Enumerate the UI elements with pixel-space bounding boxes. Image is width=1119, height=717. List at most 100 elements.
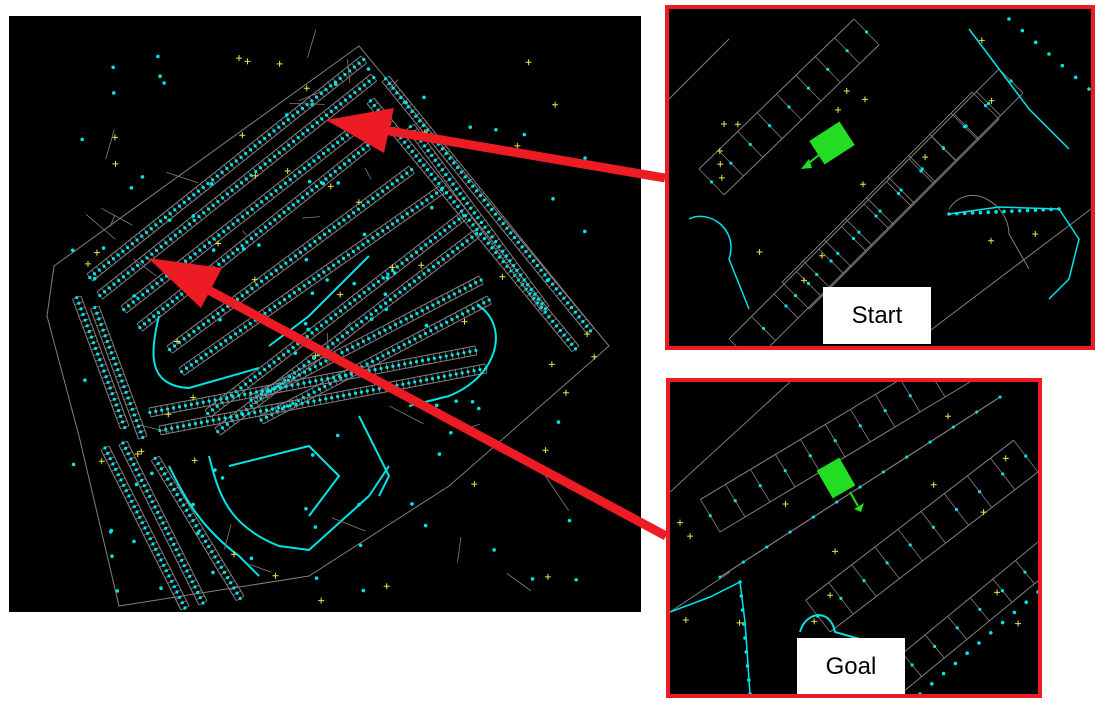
parking-row-14-waypoint bbox=[377, 387, 381, 391]
map-marker bbox=[552, 101, 559, 108]
map-waypoint bbox=[134, 482, 139, 487]
goal-lower-row-waypoint bbox=[839, 596, 843, 600]
parking-row-13-waypoint bbox=[213, 398, 217, 402]
parking-row-2-waypoint bbox=[340, 137, 345, 141]
parking-row-2-waypoint bbox=[179, 263, 183, 267]
parking-row-9-waypoint bbox=[244, 382, 248, 386]
goal-lower-row-waypoint bbox=[954, 507, 959, 512]
parking-row-16-waypoint bbox=[120, 379, 124, 383]
parking-row-15-waypoint bbox=[89, 335, 93, 339]
parking-row-8-waypoint bbox=[336, 260, 341, 264]
parking-row-9-waypoint bbox=[258, 371, 262, 375]
parking-row-13-waypoint bbox=[254, 390, 259, 394]
parking-row-19-waypoint bbox=[213, 555, 217, 559]
parking-row-12-waypoint bbox=[445, 320, 449, 324]
parking-row-7-waypoint bbox=[269, 272, 273, 276]
parking-row-14-waypoint bbox=[371, 388, 375, 392]
parking-row-17-waypoint bbox=[106, 451, 110, 455]
parking-row-14-waypoint bbox=[442, 374, 446, 378]
parking-row-3-waypoint bbox=[310, 188, 314, 192]
map-marker bbox=[389, 264, 396, 271]
parking-row-11-waypoint bbox=[249, 398, 253, 402]
parking-row-7-waypoint bbox=[395, 178, 399, 183]
parking-row-13-waypoint bbox=[207, 399, 211, 403]
parking-row-8-waypoint bbox=[351, 249, 355, 254]
parking-row-5-waypoint bbox=[376, 108, 380, 112]
parking-row-10-waypoint bbox=[398, 290, 402, 294]
parking-row-0-waypoint bbox=[215, 174, 219, 178]
parking-row-7-waypoint bbox=[303, 247, 307, 251]
parking-row-0-waypoint bbox=[159, 219, 163, 223]
drive-lane-2 bbox=[208, 455, 390, 552]
parking-row-2-waypoint bbox=[336, 140, 340, 145]
parking-row-9-waypoint bbox=[215, 404, 219, 408]
parking-row-16-rail bbox=[90, 308, 140, 440]
parking-row-9-waypoint bbox=[362, 290, 366, 295]
parking-row-9-waypoint bbox=[395, 265, 399, 269]
parking-row-9-waypoint bbox=[277, 356, 281, 361]
parking-row-10-waypoint bbox=[336, 338, 340, 342]
start-curb bbox=[948, 195, 1030, 270]
map-waypoint bbox=[150, 471, 154, 476]
parking-row-14-waypoint bbox=[472, 369, 476, 373]
map-waypoint bbox=[108, 529, 113, 534]
parking-row-19-waypoint bbox=[210, 550, 214, 554]
map-waypoint bbox=[310, 453, 315, 457]
parking-row-12-waypoint bbox=[370, 359, 375, 363]
parking-row-0-waypoint bbox=[244, 151, 248, 156]
goal-marker bbox=[832, 548, 839, 555]
parking-row-12-waypoint bbox=[323, 384, 327, 389]
map-waypoint bbox=[551, 197, 555, 201]
parking-row-0-waypoint bbox=[305, 103, 309, 107]
parking-row-5-waypoint bbox=[422, 163, 426, 167]
parking-row-14-waypoint bbox=[365, 389, 369, 393]
parking-row-13-waypoint bbox=[183, 404, 188, 408]
parking-row-3-waypoint bbox=[324, 177, 328, 181]
parking-row-3-waypoint bbox=[166, 303, 170, 307]
parking-row-10-waypoint bbox=[312, 356, 316, 360]
parking-row-10-waypoint bbox=[350, 327, 354, 331]
map-waypoint bbox=[92, 276, 97, 281]
map-waypoint bbox=[574, 577, 578, 582]
parking-row-5-waypoint bbox=[467, 218, 471, 222]
parking-row-12-waypoint bbox=[455, 315, 459, 319]
parking-row-0-waypoint bbox=[239, 155, 243, 159]
parking-row-1-waypoint bbox=[324, 113, 329, 117]
parking-row-17-waypoint bbox=[162, 563, 166, 567]
map-waypoint bbox=[70, 248, 75, 253]
start-lower-row-waypoint bbox=[920, 167, 924, 171]
start-main-row-waypoint bbox=[784, 304, 788, 308]
goal-left-waypoint bbox=[739, 594, 744, 598]
parking-row-9-waypoint bbox=[405, 257, 409, 262]
parking-row-8-waypoint bbox=[214, 346, 218, 350]
start-path-waypoint bbox=[994, 210, 998, 214]
goal-center-line-waypoint bbox=[858, 485, 862, 489]
parking-row-11-waypoint bbox=[409, 314, 414, 318]
goal-right-waypoint bbox=[989, 631, 993, 635]
parking-row-13-waypoint bbox=[379, 366, 383, 371]
start-path-waypoint bbox=[955, 211, 959, 216]
parking-row-18-waypoint bbox=[158, 516, 162, 520]
parking-row-18-waypoint bbox=[153, 505, 157, 509]
goal-bottom-row-waypoint bbox=[1000, 589, 1004, 593]
parking-row-14-waypoint bbox=[229, 415, 233, 419]
parking-row-1-waypoint bbox=[348, 94, 352, 98]
parking-row-17-waypoint bbox=[167, 574, 171, 578]
parking-row-2-waypoint bbox=[302, 166, 307, 171]
map-waypoint bbox=[132, 294, 137, 298]
parking-row-17-waypoint bbox=[138, 515, 142, 519]
parking-row-15-waypoint bbox=[85, 324, 89, 328]
parking-row-3-waypoint bbox=[347, 158, 351, 162]
parking-row-9-waypoint bbox=[310, 331, 314, 335]
parking-row-1-waypoint bbox=[131, 267, 135, 271]
parking-row-2-waypoint bbox=[317, 155, 321, 159]
parking-row-8-waypoint bbox=[243, 325, 247, 329]
parking-row-9-waypoint bbox=[291, 345, 295, 350]
parking-row-3-waypoint bbox=[170, 299, 174, 304]
parking-row-17-waypoint bbox=[114, 467, 118, 471]
parking-row-3-waypoint bbox=[138, 325, 142, 330]
parking-row-18-waypoint bbox=[142, 484, 146, 488]
parking-row-1-waypoint bbox=[154, 248, 159, 253]
map-waypoint bbox=[132, 539, 136, 544]
goal-marker bbox=[811, 618, 818, 625]
